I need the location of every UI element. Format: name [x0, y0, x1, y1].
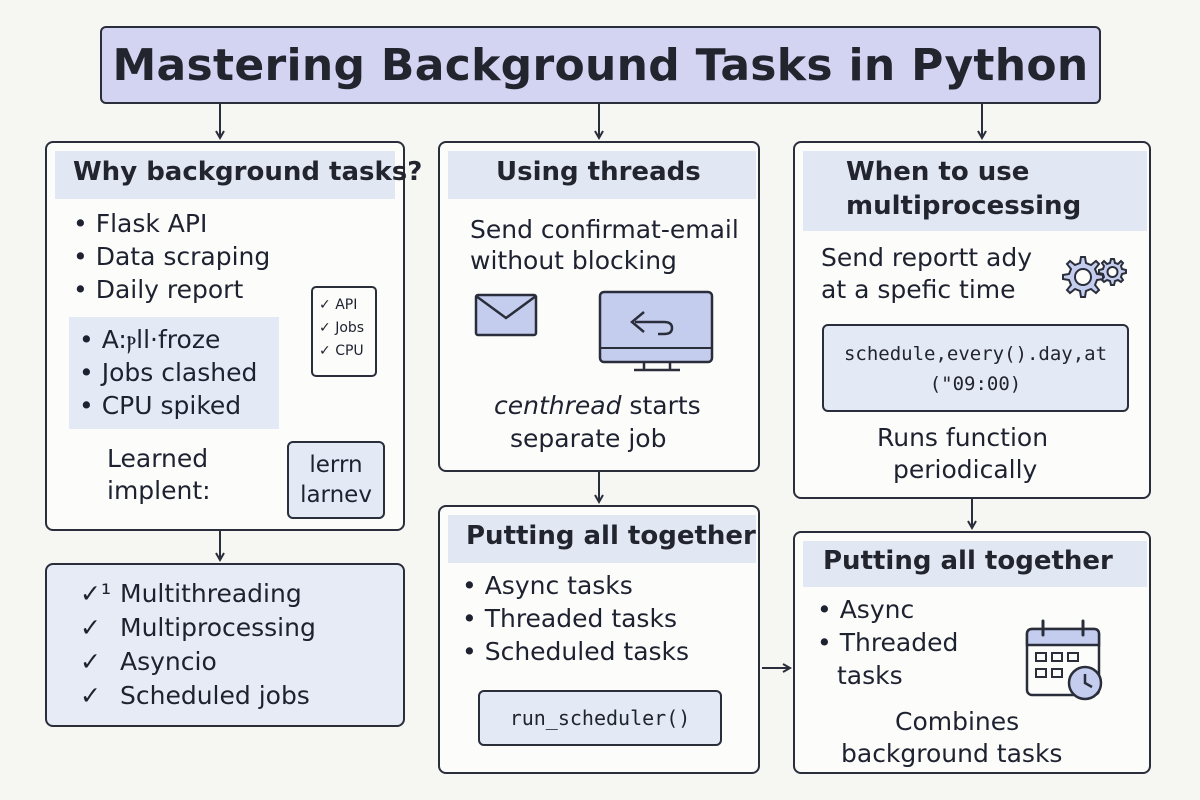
problems-highlight	[69, 317, 279, 429]
threads-caption-line-2: separate job	[510, 424, 667, 453]
why-bullet-1: • Flask API	[73, 209, 208, 238]
checklist-item: ✓ Jobs	[319, 320, 365, 336]
technique-item: ✓Asyncio	[80, 647, 217, 676]
together-panel-2: Putting all together • Async • Threaded …	[793, 531, 1151, 774]
check-icon: ✓	[80, 681, 101, 710]
multiproc-caption-line-1: Runs function	[877, 423, 1049, 452]
together1-bullet-2: • Threaded tasks	[462, 604, 677, 633]
threads-desc-line-1: Send confirmat-email	[470, 215, 739, 244]
together1-bullet-1: • Async tasks	[462, 571, 633, 600]
schedule-code: schedule,every().day,at ("09:00)	[822, 324, 1129, 412]
page-title: Mastering Background Tasks in Python	[100, 26, 1101, 104]
check-icon: ✓	[319, 320, 331, 336]
multiproc-desc-line-1: Send reportt ady	[821, 243, 1032, 272]
problem-2: • Jobs clashed	[79, 358, 258, 387]
together1-bullet-3: • Scheduled tasks	[462, 637, 690, 666]
together-panel-1: Putting all together • Async tasks • Thr…	[438, 505, 760, 774]
problem-1: • A:ⲣll·froze	[79, 325, 221, 354]
multiproc-header-line-2: multiprocessing	[846, 191, 1082, 221]
mail-icon	[474, 293, 538, 337]
calendar-clock-icon	[1025, 619, 1103, 701]
technique-item: ✓Multiprocessing	[80, 613, 316, 642]
why-header: Why background tasks?	[55, 151, 422, 199]
threads-caption-line-1: centhread starts	[494, 391, 701, 420]
checklist-card: ✓ API ✓ Jobs ✓ CPU	[311, 286, 377, 377]
multiproc-header-line-1: When to use	[846, 157, 1030, 187]
threads-desc-line-2: without blocking	[470, 246, 677, 275]
together2-bullet-1: • Async	[817, 595, 915, 624]
why-panel: Why background tasks? • Flask API • Data…	[45, 141, 422, 531]
together2-bullet-2: • Threaded	[817, 628, 959, 657]
result-card: lerrn larnev	[287, 441, 385, 519]
check-icon: ✓	[319, 297, 331, 313]
run-scheduler-code: run_scheduler()	[478, 690, 722, 746]
multiproc-panel: When to use multiprocessing Send reportt…	[793, 141, 1151, 499]
result-line-2: larnev	[300, 482, 372, 508]
together2-caption-line-1: Combines	[895, 707, 1020, 736]
schedule-code-line-1: schedule,every().day,at	[843, 343, 1108, 365]
result-line-1: lerrn	[309, 452, 363, 478]
multiproc-caption-line-2: periodically	[893, 455, 1038, 484]
check-icon: ✓	[80, 647, 101, 676]
technique-item: ✓Scheduled jobs	[80, 681, 310, 710]
problem-3: • CPU spiked	[79, 391, 242, 420]
multiproc-desc-line-2: at a spefic time	[821, 275, 1016, 304]
together2-bullet-2-cont: tasks	[837, 661, 903, 690]
check-icon: ✓	[80, 613, 101, 642]
learned-line-1: Learned	[107, 444, 209, 473]
learned-line-2: implent:	[107, 476, 211, 505]
together-header-2: Putting all together	[803, 541, 1147, 587]
check-icon: ✓	[319, 343, 331, 359]
why-bullet-2: • Data scraping	[73, 242, 271, 271]
checklist-item: ✓ CPU	[319, 343, 364, 359]
multiproc-header: When to use multiprocessing	[803, 151, 1147, 231]
together-header-1: Putting all together	[448, 515, 756, 563]
together2-caption-line-2: background tasks	[841, 739, 1063, 768]
gears-icon	[1062, 256, 1127, 298]
check-icon: ✓¹	[80, 579, 111, 608]
threads-header: Using threads	[448, 151, 756, 199]
checklist-item: ✓ API	[319, 297, 358, 313]
threads-panel: Using threads Send confirmat-email witho…	[438, 141, 760, 472]
monitor-icon	[598, 290, 714, 372]
why-bullet-3: • Daily report	[73, 275, 244, 304]
schedule-code-line-2: ("09:00)	[929, 373, 1022, 395]
